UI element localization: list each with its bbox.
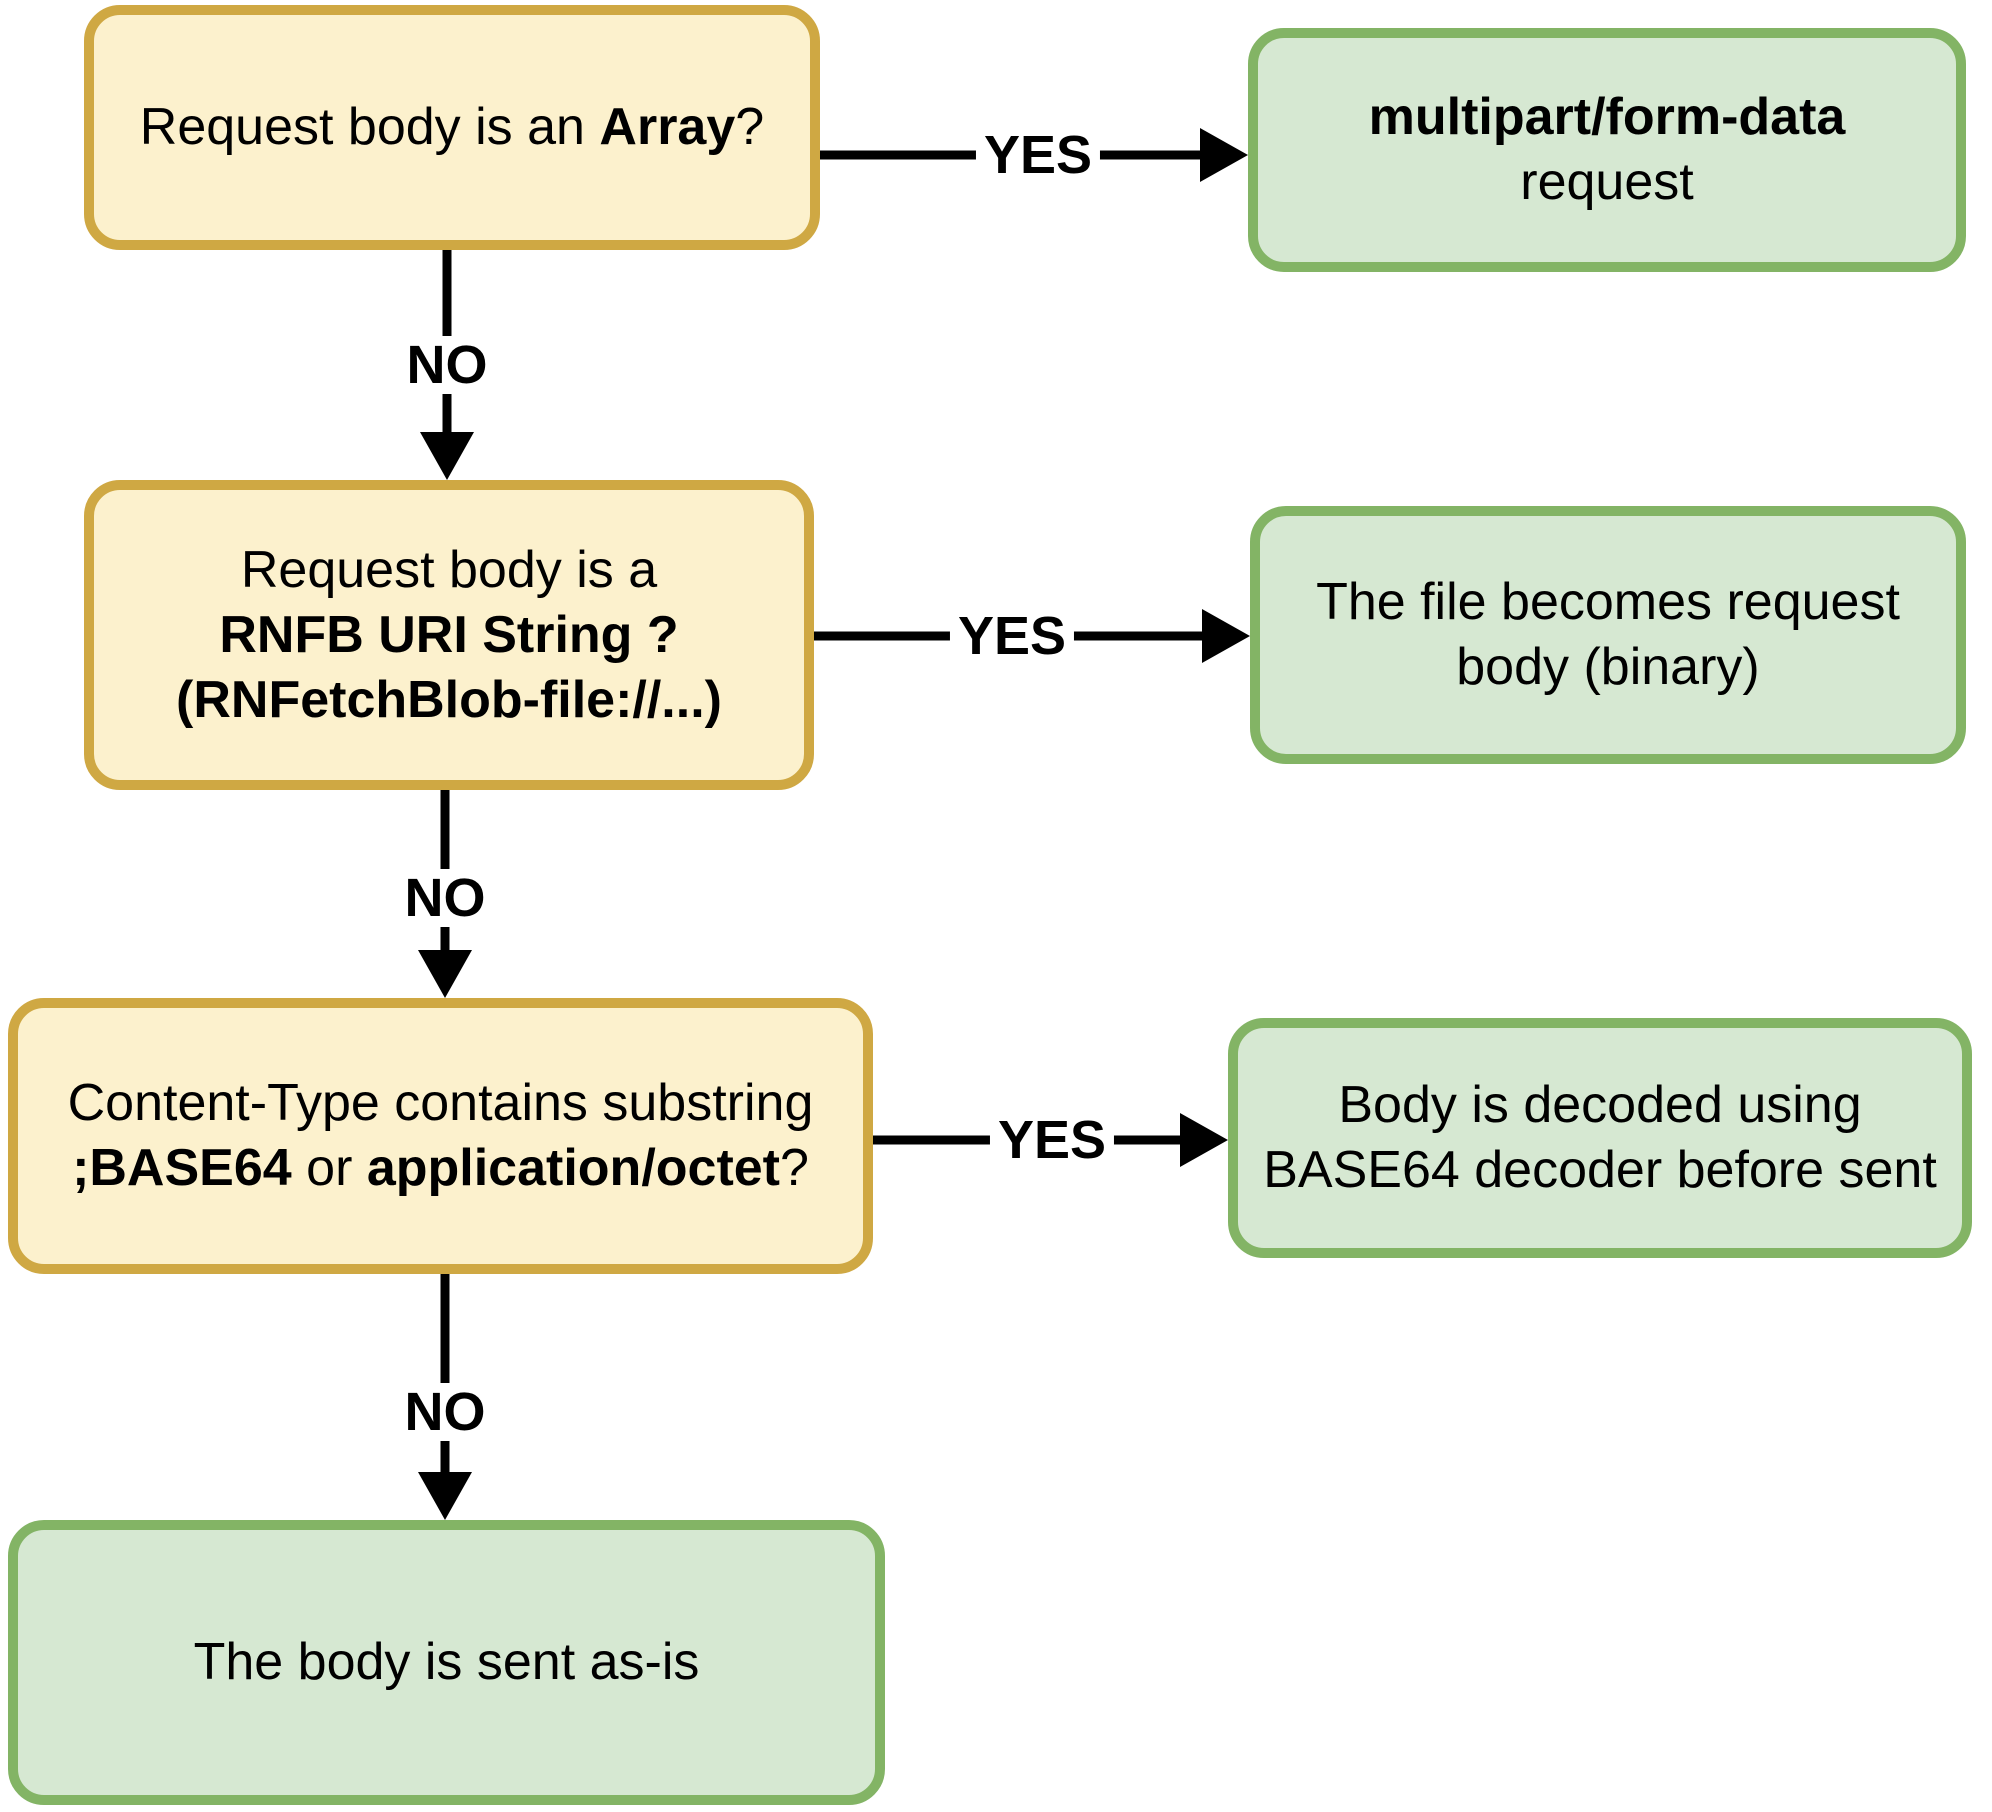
decision-content-type-base64: Content-Type contains substring ;BASE64 … <box>8 998 873 1274</box>
node-text-line: (RNFetchBlob-file://...) <box>176 668 722 733</box>
decision-request-body-array: Request body is an Array? <box>84 5 820 250</box>
text-segment-bold: multipart/form-data <box>1368 88 1846 146</box>
text-segment-bold: application/octet <box>366 1139 780 1197</box>
node-text-line: Request body is a <box>241 538 657 603</box>
node-text-line: multipart/form-data <box>1369 85 1846 150</box>
text-segment: body (binary) <box>1456 638 1760 696</box>
edge-label-yes: YES <box>949 607 1075 665</box>
text-segment: Request body is an <box>139 98 600 156</box>
decision-rnfb-uri-string: Request body is a RNFB URI String ? (RNF… <box>84 480 814 790</box>
text-segment: request <box>1520 153 1694 211</box>
node-text-line: The body is sent as-is <box>194 1630 700 1695</box>
outcome-multipart-form-data: multipart/form-data request <box>1248 28 1966 272</box>
text-segment: BASE64 decoder before sent <box>1263 1141 1937 1199</box>
text-segment: or <box>291 1139 367 1197</box>
node-text-line: BASE64 decoder before sent <box>1263 1138 1937 1203</box>
text-segment-bold: (RNFetchBlob-file://...) <box>176 670 722 729</box>
edge-array-no-arrowhead <box>420 432 474 480</box>
node-text-line: Request body is an Array? <box>140 95 764 160</box>
outcome-body-sent-as-is: The body is sent as-is <box>8 1520 885 1805</box>
node-text-line: Body is decoded using <box>1338 1073 1861 1138</box>
edge-label-no: NO <box>398 336 496 394</box>
node-text-line: The file becomes request <box>1316 570 1900 635</box>
edge-label-no: NO <box>396 869 494 927</box>
edge-label-no: NO <box>396 1383 494 1441</box>
edge-ct-no-arrowhead <box>418 1472 472 1520</box>
text-segment: Request body is a <box>240 540 658 599</box>
node-text-line: request <box>1520 150 1693 215</box>
outcome-file-becomes-body: The file becomes request body (binary) <box>1250 506 1966 764</box>
node-text-line: ;BASE64 or application/octet? <box>72 1136 809 1201</box>
text-segment: The body is sent as-is <box>193 1633 700 1691</box>
text-segment-bold: Array <box>599 98 736 156</box>
text-segment-bold: RNFB URI String ? <box>219 605 679 664</box>
text-segment: Content-Type contains substring <box>67 1074 814 1132</box>
edge-ct-yes-arrowhead <box>1180 1113 1228 1167</box>
edge-uri-no-arrowhead <box>418 950 472 998</box>
edge-label-yes: YES <box>989 1111 1115 1169</box>
text-segment: ? <box>780 1139 809 1197</box>
text-segment: Body is decoded using <box>1338 1076 1862 1134</box>
outcome-base64-decoded: Body is decoded using BASE64 decoder bef… <box>1228 1018 1972 1258</box>
edge-uri-yes-arrowhead <box>1202 609 1250 663</box>
node-text-line: Content-Type contains substring <box>68 1071 814 1136</box>
text-segment-bold: ;BASE64 <box>72 1139 292 1197</box>
node-text-line: RNFB URI String ? <box>219 603 678 668</box>
edge-array-yes-arrowhead <box>1200 128 1248 182</box>
text-segment: The file becomes request <box>1316 573 1900 631</box>
text-segment: ? <box>735 98 765 156</box>
node-text-line: body (binary) <box>1456 635 1759 700</box>
edge-label-yes: YES <box>975 126 1101 184</box>
